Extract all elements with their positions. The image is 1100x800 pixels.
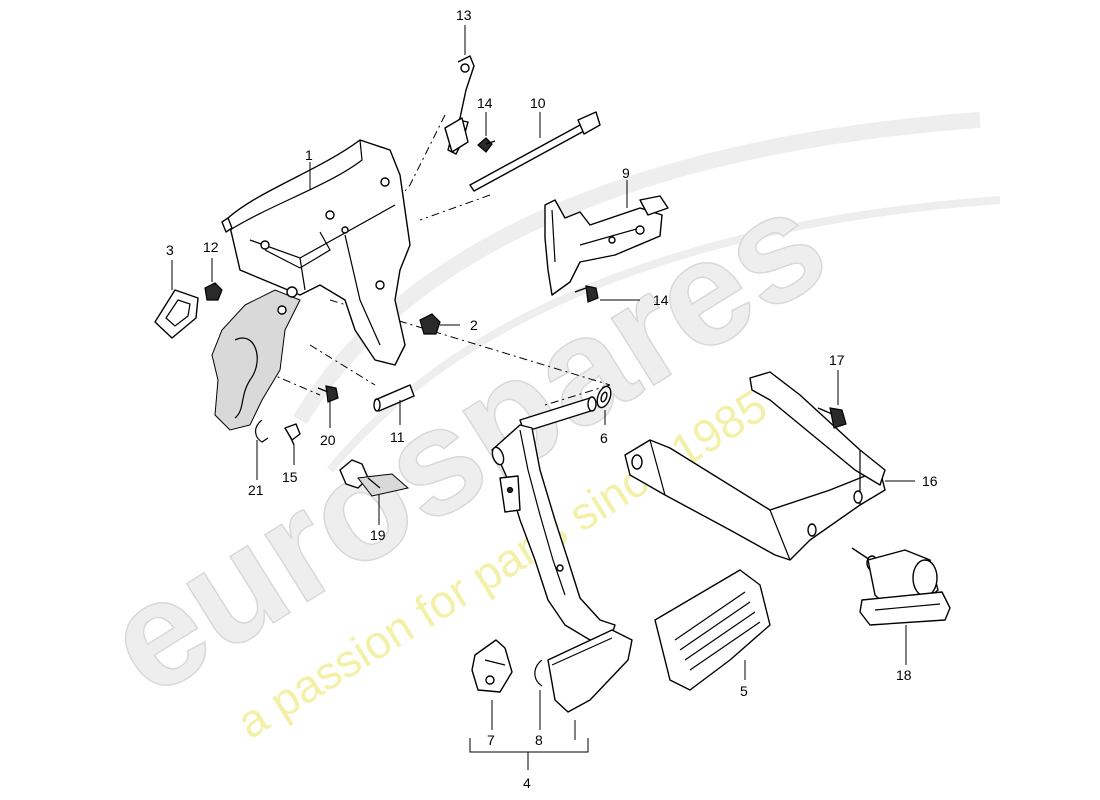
- callout-3: 3: [166, 242, 174, 258]
- leader-lines: [171, 25, 915, 770]
- callout-13: 13: [456, 7, 472, 23]
- switch-18: [851, 547, 951, 626]
- mount-7: [471, 639, 513, 693]
- bracket-9: [544, 195, 669, 296]
- callout-5: 5: [740, 683, 748, 699]
- shaft-10: [469, 111, 601, 192]
- nut-12: [204, 282, 223, 301]
- brake-pedal: [491, 396, 633, 713]
- callout-19: 19: [370, 527, 386, 543]
- callout-16: 16: [922, 473, 938, 489]
- washer-6: [596, 385, 612, 409]
- nut-2: [419, 313, 441, 335]
- bolt-20: [317, 385, 339, 403]
- callout-17: 17: [829, 352, 845, 368]
- callout-1: 1: [305, 147, 313, 163]
- callout-2: 2: [470, 317, 478, 333]
- callout-10: 10: [530, 95, 546, 111]
- callout-15: 15: [282, 469, 298, 485]
- gasket-plate: [154, 289, 199, 339]
- callout-18: 18: [896, 667, 912, 683]
- callout-7: 7: [487, 732, 495, 748]
- pedal-pad-5: [654, 569, 771, 691]
- fastener-15: [284, 423, 301, 446]
- pin-11: [373, 384, 415, 412]
- callout-4: 4: [523, 775, 531, 791]
- callout-9: 9: [622, 165, 630, 181]
- callout-20: 20: [320, 432, 336, 448]
- watermark-swoosh: [293, 112, 981, 425]
- switch-19: [339, 459, 410, 497]
- bolt-14b: [574, 285, 599, 303]
- callout-6: 6: [600, 430, 608, 446]
- callout-21: 21: [248, 482, 264, 498]
- bolt-14a: [477, 137, 496, 153]
- callout-12: 12: [203, 239, 219, 255]
- bolt-17: [817, 407, 847, 429]
- callout-11: 11: [390, 429, 405, 445]
- clip-21: [255, 419, 269, 443]
- lever-13: [444, 55, 475, 155]
- pedal-bracket: [211, 139, 411, 431]
- callouts: 1 2 3 4 5 6 7 8 9 10 11 12 13 14 14 15 1…: [166, 7, 938, 791]
- clip-8: [534, 659, 543, 687]
- watermark: eurospares a passion for parts since 198…: [77, 112, 1001, 748]
- cross-brace-16: [624, 371, 886, 561]
- callout-14b: 14: [653, 292, 669, 308]
- callout-14a: 14: [477, 95, 493, 111]
- callout-8: 8: [535, 732, 543, 748]
